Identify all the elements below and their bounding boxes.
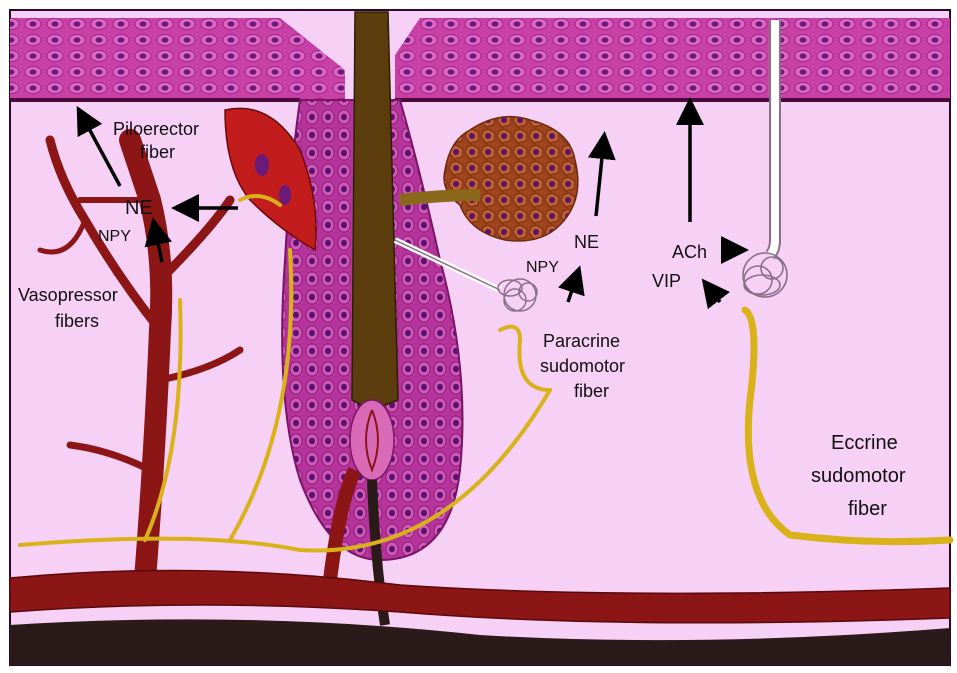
label-piloerector-fiber: fiber — [140, 142, 175, 162]
label-paracrine-fiber: fiber — [574, 381, 609, 401]
label-ne-left: NE — [125, 197, 153, 219]
epidermis-right — [395, 18, 950, 100]
label-paracrine: Paracrine — [543, 331, 620, 351]
label-eccrine-fiber: fiber — [848, 498, 887, 520]
label-eccrine: Eccrine — [831, 432, 898, 454]
label-eccrine-sudomotor: sudomotor — [811, 465, 906, 487]
label-npy-left: NPY — [98, 228, 131, 245]
label-paracrine-sudomotor: sudomotor — [540, 356, 625, 376]
muscle-nucleus — [255, 154, 269, 176]
muscle-nucleus — [279, 185, 291, 205]
label-piloerector: Piloerector — [113, 119, 199, 139]
label-npy-mid: NPY — [526, 259, 559, 276]
gland-duct — [400, 195, 480, 200]
label-ach: ACh — [672, 242, 707, 262]
label-vip: VIP — [652, 271, 681, 291]
epidermis-left — [10, 18, 345, 100]
label-ne-mid: NE — [574, 232, 599, 252]
label-vasopressor-fibers: fibers — [55, 311, 99, 331]
label-vasopressor: Vasopressor — [18, 285, 118, 305]
